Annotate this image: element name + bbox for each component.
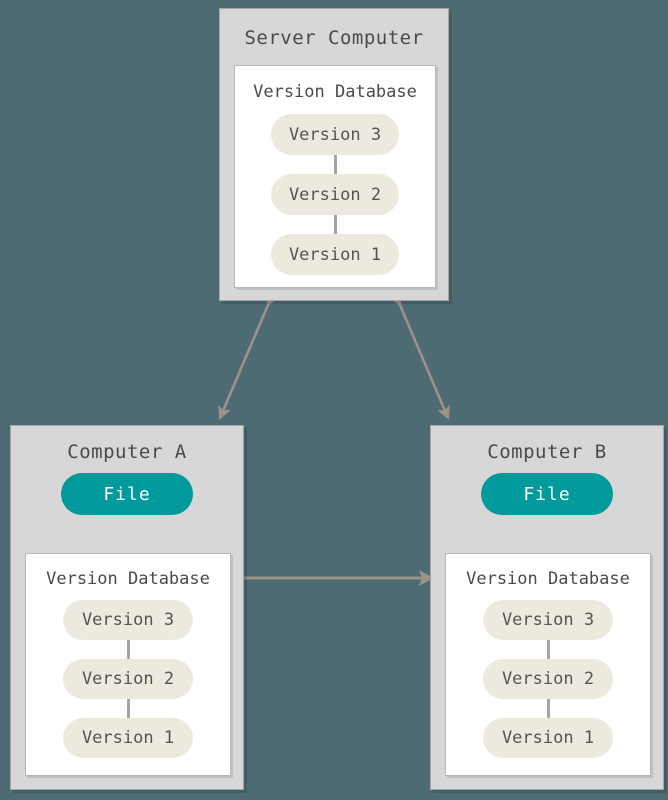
version-pill: Version 1 (483, 718, 613, 758)
version-connector (126, 699, 130, 718)
version-pill: Version 3 (271, 114, 399, 155)
server-version-stack: Version 3 Version 2 Version 1 (235, 114, 435, 275)
version-pill: Version 1 (271, 234, 399, 275)
version-connector (546, 640, 550, 659)
arrow-server-to-computer-b (389, 291, 450, 420)
version-connector (546, 699, 550, 718)
computer-b-version-database-box: Version Database Version 3 Version 2 Ver… (445, 553, 651, 776)
computer-b-title: Computer B (487, 441, 607, 463)
version-connector (126, 640, 130, 659)
version-connector (333, 215, 337, 234)
server-version-database-title: Version Database (253, 82, 417, 102)
arrow-server-to-computer-a (218, 291, 279, 420)
computer-b-version-stack: Version 3 Version 2 Version 1 (446, 600, 650, 758)
version-pill: Version 2 (63, 659, 193, 699)
computer-a-version-database-box: Version Database Version 3 Version 2 Ver… (25, 553, 231, 776)
server-computer-box: Server Computer Version Database Version… (219, 8, 449, 301)
version-pill: Version 3 (63, 600, 193, 640)
computer-b-box: Computer B File Version Database Version… (430, 425, 664, 790)
version-pill: Version 2 (483, 659, 613, 699)
computer-a-box: Computer A File Version Database Version… (10, 425, 244, 790)
version-pill: Version 2 (271, 174, 399, 215)
version-pill: Version 1 (63, 718, 193, 758)
computer-a-version-database-title: Version Database (46, 569, 210, 589)
computer-a-version-stack: Version 3 Version 2 Version 1 (26, 600, 230, 758)
version-connector (333, 155, 337, 174)
computer-a-title: Computer A (67, 441, 187, 463)
computer-b-file-pill: File (481, 473, 613, 515)
server-computer-title: Server Computer (244, 27, 424, 49)
server-version-database-box: Version Database Version 3 Version 2 Ver… (234, 65, 436, 288)
computer-b-version-database-title: Version Database (466, 569, 630, 589)
version-pill: Version 3 (483, 600, 613, 640)
computer-a-file-pill: File (61, 473, 193, 515)
